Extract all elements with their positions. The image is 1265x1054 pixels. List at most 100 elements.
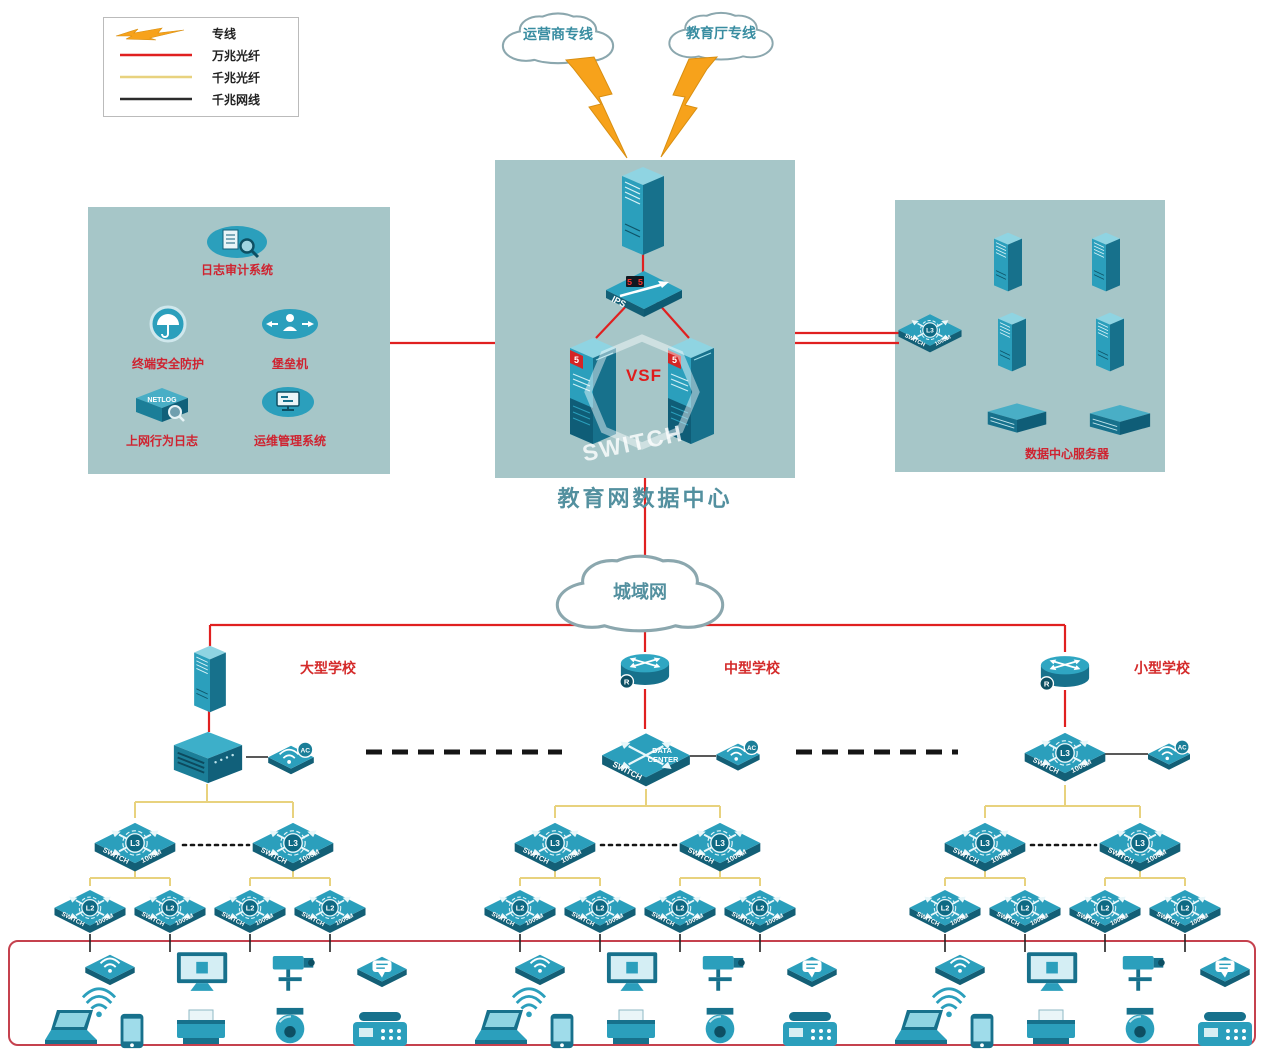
dome-camera-icon: [274, 1006, 306, 1045]
black-1g-cable-lines: [89, 753, 1186, 952]
chat-terminal-icon: [786, 956, 838, 988]
l3-switch-icon: [1100, 823, 1181, 872]
legend-label: 专线: [212, 26, 237, 41]
lightning-line-icon: [115, 27, 185, 41]
ops-management-label: 运维管理系统: [253, 434, 326, 448]
desk-phone-icon: [1198, 1012, 1252, 1046]
vsf-label: VSF: [625, 366, 663, 385]
l2-switch-icon: [644, 890, 715, 933]
ips-led-display: 5 5: [627, 278, 643, 288]
ptz-camera-icon: [1122, 956, 1165, 991]
l2-switch-icon: [214, 890, 285, 933]
medium-school-ac-icon: [715, 740, 761, 772]
desktop-monitor-icon: [176, 952, 228, 991]
laptop-icon: [475, 1010, 527, 1044]
dc-rack-server-icon: [1089, 404, 1151, 436]
wlan-ap-icon: [934, 953, 986, 987]
desk-phone-icon: [783, 1012, 837, 1046]
datacenter-title: 教育网数据中心: [557, 486, 733, 511]
end-devices-group-3: [895, 952, 1252, 1049]
netlog-label: NETLOG: [147, 397, 177, 404]
l2-switch-icon: [484, 890, 555, 933]
data-label: DATA: [652, 746, 672, 755]
l2-switch-icon: [54, 890, 125, 933]
bastion-host-label: 堡垒机: [271, 357, 308, 371]
printer-icon: [1026, 1009, 1076, 1045]
l3-switch-icon: [95, 823, 176, 872]
netlog-icon: NETLOG: [136, 388, 188, 422]
dome-camera-icon: [704, 1006, 736, 1045]
l2-switch-icon: [294, 890, 365, 933]
large-school-label: 大型学校: [300, 660, 356, 676]
l2-switch-icon: [989, 890, 1060, 933]
l2-switch-icon: [909, 890, 980, 933]
end-devices-group-1: [45, 952, 408, 1049]
small-school-label: 小型学校: [1134, 660, 1190, 676]
yellow-1g-fiber-lines: [89, 784, 1186, 886]
desktop-monitor-icon: [606, 952, 658, 991]
core-gateway-server-icon: [621, 166, 665, 256]
legend: 专线 万兆光纤 千兆光纤 千兆网线: [103, 17, 299, 117]
red-line-icon: [120, 53, 192, 57]
black-line-icon: [120, 97, 192, 101]
l2-switch-icon: [564, 890, 635, 933]
smartphone-icon: [120, 1013, 144, 1049]
desktop-monitor-icon: [1026, 952, 1078, 991]
legend-label: 千兆光纤: [212, 70, 261, 85]
bastion-host-icon: [262, 309, 318, 339]
legend-label: 万兆光纤: [212, 48, 261, 63]
legend-item-10g-fiber: 万兆光纤: [112, 44, 290, 66]
wlan-ap-icon: [514, 953, 566, 987]
end-devices-group-2: [475, 952, 838, 1049]
l3-switch-icon: [680, 823, 761, 872]
laptop-icon: [895, 1010, 947, 1044]
lightning-bolt-carrier: [564, 56, 628, 159]
l2-switch-icon: [724, 890, 795, 933]
legend-item-dedicated-line: 专线: [112, 22, 290, 44]
dome-camera-icon: [1124, 1006, 1156, 1045]
small-school-router-icon: [1038, 655, 1091, 692]
ptz-camera-icon: [272, 956, 315, 991]
chat-terminal-icon: [356, 956, 408, 988]
small-school-core-switch-icon: [1025, 733, 1106, 782]
vsf-ring: [584, 334, 700, 450]
ops-management-icon: [262, 387, 314, 417]
terminal-security-label: 终端安全防护: [131, 357, 204, 371]
large-school-gateway-icon: [172, 730, 244, 785]
dc-server-icon: [993, 232, 1023, 292]
l3-switch-icon: [253, 823, 334, 872]
ptz-camera-icon: [702, 956, 745, 991]
printer-icon: [606, 1009, 656, 1045]
large-school-ac-icon: [267, 742, 315, 776]
carrier-cloud-label: 运营商专线: [523, 26, 593, 42]
chat-terminal-icon: [1199, 956, 1251, 988]
legend-label: 千兆网线: [212, 92, 261, 107]
medium-school-router-icon: [618, 653, 671, 690]
l3-switch-icon: [945, 823, 1026, 872]
dc-access-switch-icon: [898, 314, 961, 352]
large-school-server-icon: [193, 645, 227, 713]
l3-switch-icon: [515, 823, 596, 872]
printer-icon: [176, 1009, 226, 1045]
ips-device-icon: 5 5 IPS: [606, 271, 682, 317]
smartphone-icon: [550, 1013, 574, 1049]
yellow-line-icon: [120, 75, 192, 79]
medium-school-label: 中型学校: [724, 660, 780, 676]
dc-rack-server-icon: [987, 402, 1047, 434]
dc-server-icon: [997, 312, 1027, 372]
medium-school-dc-switch-icon: SWITCH DATA CENTER: [601, 732, 691, 788]
lightning-bolt-education: [660, 56, 719, 158]
netlog-system-label: 上网行为日志: [125, 434, 198, 448]
legend-item-1g-fiber: 千兆光纤: [112, 66, 290, 88]
l2-switch-icon: [134, 890, 205, 933]
smartphone-icon: [970, 1013, 994, 1049]
dc-servers-label: 数据中心服务器: [1024, 447, 1109, 461]
laptop-icon: [45, 1010, 97, 1044]
wlan-ap-icon: [84, 953, 136, 987]
education-cloud-label: 教育厅专线: [686, 25, 756, 41]
terminal-security-icon: [149, 305, 187, 343]
dc-server-icon: [1095, 312, 1125, 372]
center-label: CENTER: [648, 755, 679, 764]
log-audit-icon: [207, 226, 267, 259]
